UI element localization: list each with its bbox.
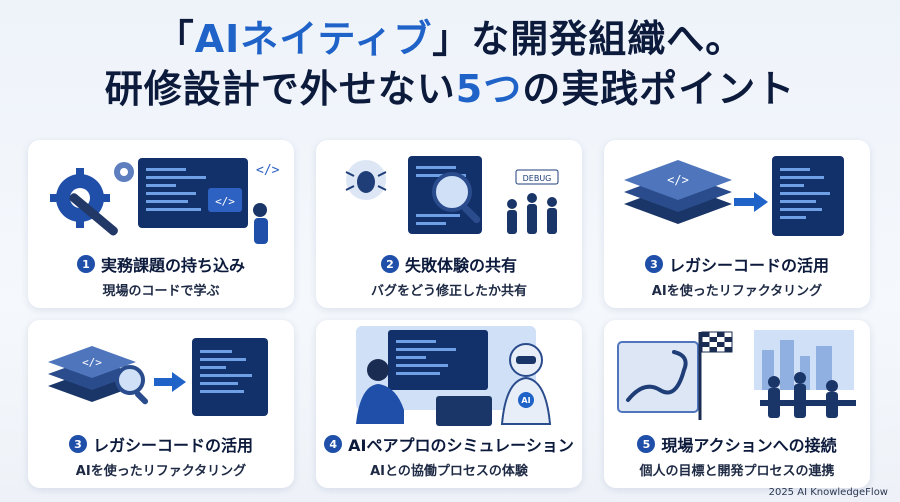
svg-text:DEBUG: DEBUG bbox=[523, 174, 552, 183]
svg-text:</>: </> bbox=[82, 356, 102, 369]
layers-to-code-icon: </> bbox=[624, 156, 844, 236]
card-6-heading: 現場アクションへの接続 bbox=[661, 436, 837, 455]
svg-text:</>: </> bbox=[215, 195, 235, 208]
layers-magnifier-to-code-icon: </> bbox=[48, 338, 268, 416]
svg-text:</>: </> bbox=[256, 163, 280, 178]
point-card-4: </> 3 レガシーコードの活用 AIを使ったリファクタリング bbox=[28, 320, 294, 488]
point-card-5: AI 4 AIペアプロのシミュレーション AIとの協働プロセスの体験 bbox=[316, 320, 582, 488]
card-1-heading: 実務課題の持ち込み bbox=[100, 256, 245, 275]
gear-wrench-code-person-icon: </> </> bbox=[50, 158, 280, 244]
card-2-caption: 2 失敗体験の共有 バグをどう修正したか共有 bbox=[316, 252, 582, 299]
svg-text:</>: </> bbox=[667, 173, 689, 187]
card-6-sub: 個人の目標と開発プロセスの連携 bbox=[639, 464, 835, 479]
card-3-caption: 3 レガシーコードの活用 AIを使ったリファクタリング bbox=[604, 252, 870, 299]
card-4-sub: AIを使ったリファクタリング bbox=[75, 464, 247, 479]
card-2-heading: 失敗体験の共有 bbox=[404, 256, 517, 275]
card-5-number: 4 bbox=[324, 435, 343, 453]
card-3-heading: レガシーコードの活用 bbox=[668, 256, 829, 275]
svg-text:AI: AI bbox=[521, 396, 530, 405]
card-2-sub: バグをどう修正したか共有 bbox=[370, 284, 527, 299]
card-1-sub: 現場のコードで学ぶ bbox=[102, 284, 220, 299]
card-5-caption: 4 AIペアプロのシミュレーション AIとの協働プロセスの体験 bbox=[316, 432, 582, 479]
card-6-number: 5 bbox=[637, 435, 656, 453]
title-line-1: 「AIネイティブ」な開発組織へ。 bbox=[155, 17, 745, 61]
card-1-caption: 1 実務課題の持ち込み 現場のコードで学ぶ bbox=[28, 252, 294, 299]
point-card-6: 5 現場アクションへの接続 個人の目標と開発プロセスの連携 bbox=[604, 320, 870, 488]
card-3-number: 3 bbox=[644, 255, 663, 273]
card-4-number: 3 bbox=[68, 435, 87, 453]
card-3-sub: AIを使ったリファクタリング bbox=[651, 284, 823, 299]
copyright-footer: 2025 AI KnowledgeFlow bbox=[768, 487, 888, 498]
point-card-3: </> 3 レガシーコードの活用 AIを使ったリファクタリング bbox=[604, 140, 870, 308]
point-card-1: </> </> 1 実務課題の持ち込み 現場のコードで学ぶ bbox=[28, 140, 294, 308]
card-1-number: 1 bbox=[76, 255, 95, 273]
card-5-sub: AIとの協働プロセスの体験 bbox=[370, 464, 528, 479]
card-4-heading: レガシーコードの活用 bbox=[92, 436, 253, 455]
flag-roadmap-team-icon bbox=[617, 330, 856, 420]
bug-debug-magnifier-team-icon: DEBUG bbox=[345, 156, 559, 234]
card-2-number: 2 bbox=[380, 255, 399, 273]
card-6-caption: 5 現場アクションへの接続 個人の目標と開発プロセスの連携 bbox=[604, 432, 870, 479]
point-card-2: DEBUG 2 失敗体験の共有 バグをどう修正したか共有 bbox=[316, 140, 582, 308]
title-line-2: 研修設計で外せない5つの実践ポイント bbox=[104, 67, 796, 111]
card-4-caption: 3 レガシーコードの活用 AIを使ったリファクタリング bbox=[28, 432, 294, 479]
card-5-heading: AIペアプロのシミュレーション bbox=[348, 436, 574, 455]
page-title: 「AIネイティブ」な開発組織へ。 研修設計で外せない5つの実践ポイント bbox=[0, 14, 900, 114]
human-and-ai-robot-pair-programming-icon: AI bbox=[356, 326, 552, 426]
